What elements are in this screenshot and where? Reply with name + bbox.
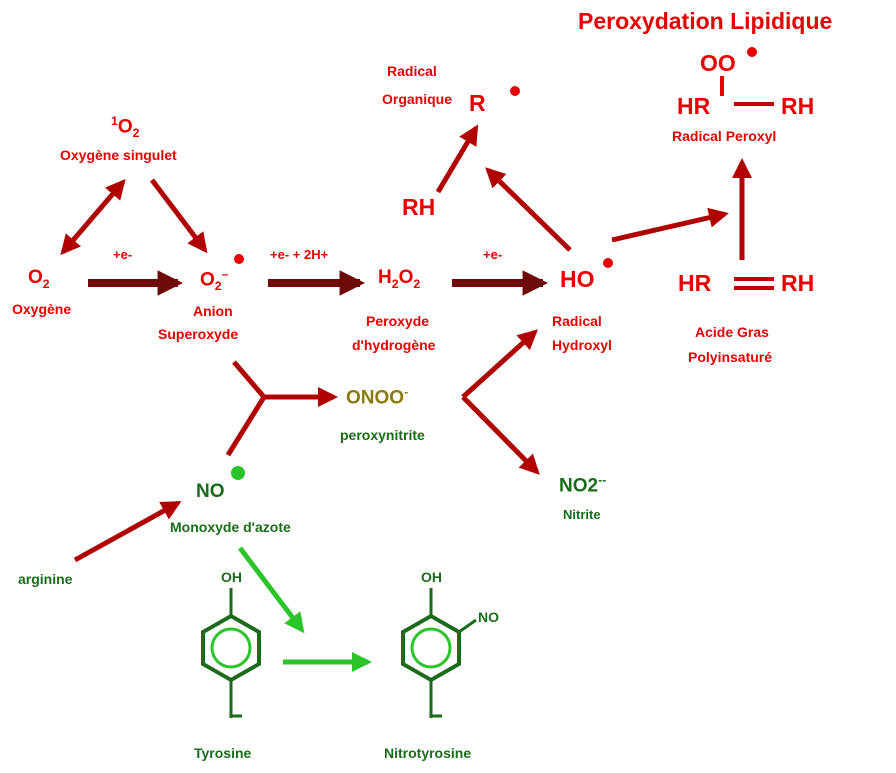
nitrotyrosine-name: Nitrotyrosine <box>384 745 472 761</box>
no-formula: NO <box>196 481 225 502</box>
arrow-no-nitration <box>238 546 305 634</box>
peroxyl-rh: RH <box>781 93 815 119</box>
peroxyl-name: Radical Peroxyl <box>672 128 777 144</box>
fatty-acid-rh: RH <box>781 270 815 296</box>
arrow-hydroxyl-organic-radical <box>485 167 572 252</box>
peroxynitrite-name: peroxynitrite <box>340 427 425 443</box>
superoxide-name-1: Anion <box>193 303 233 319</box>
nitrotyrosine-oh: OH <box>421 569 442 585</box>
arrow-rh-organic-radical <box>435 124 479 194</box>
nitrite-name: Nitrite <box>563 507 601 522</box>
singlet-oxygen-name: Oxygène singulet <box>60 147 177 163</box>
arrow-peroxynitrite-nitrite <box>461 395 540 475</box>
hydroxyl-radical-dot <box>603 258 613 268</box>
diagram-title: Peroxydation Lipidique <box>578 8 833 34</box>
organic-radical-formula: R <box>469 90 486 116</box>
arrow-singlet-superoxide <box>150 178 208 254</box>
organic-radical-name-2: Organique <box>382 91 453 107</box>
peroxyl-oo: OO <box>700 50 736 76</box>
rh-label: RH <box>402 194 436 220</box>
no-name: Monoxyde d'azote <box>170 519 291 535</box>
peroxynitrite-formula: ONOO- <box>346 385 409 409</box>
tyrosine-ring <box>201 588 261 718</box>
oxygen-formula: O2 <box>28 267 50 291</box>
singlet-oxygen-formula: 1O2 <box>111 114 140 141</box>
tyrosine-oh: OH <box>221 569 242 585</box>
fatty-acid-hr: HR <box>678 270 712 296</box>
arrow-o2-singlet <box>60 178 126 256</box>
superoxide-radical-dot <box>234 254 244 264</box>
peroxyl-hr: HR <box>677 93 711 119</box>
superoxide-formula: O2– <box>200 267 229 294</box>
nitrite-formula: NO2-- <box>559 473 607 497</box>
arrow-hydroxyl-fatty-acid <box>611 207 729 243</box>
label-superoxide-h2o2: +e- + 2H+ <box>270 247 329 262</box>
label-o2-superoxide: +e- <box>113 247 133 262</box>
organic-radical-name-1: Radical <box>387 63 437 79</box>
arginine-name: arginine <box>18 571 73 587</box>
oxygen-name: Oxygène <box>12 301 72 317</box>
hydroxyl-formula: HO <box>560 266 595 292</box>
hydroxyl-name-2: Hydroxyl <box>552 337 612 353</box>
tyrosine-name: Tyrosine <box>194 745 252 761</box>
arrow-arginine-no <box>73 500 182 563</box>
arrow-no-to-junction <box>225 395 267 457</box>
h2o2-name-2: d'hydrogène <box>352 337 436 353</box>
arrow-peroxynitrite-hydroxyl <box>461 329 538 399</box>
fatty-acid-name-1: Acide Gras <box>695 324 769 340</box>
arrow-converge-peroxynitrite <box>232 360 338 407</box>
nitrotyrosine-no: NO <box>478 609 499 625</box>
organic-radical-dot <box>510 86 520 96</box>
label-h2o2-hydroxyl: +e- <box>483 247 503 262</box>
nitrotyrosine-ring <box>401 588 477 718</box>
superoxide-name-2: Superoxyde <box>158 326 239 342</box>
fatty-acid-name-2: Polyinsaturé <box>688 349 773 365</box>
hydroxyl-name-1: Radical <box>552 313 602 329</box>
h2o2-name-1: Peroxyde <box>366 313 430 329</box>
h2o2-formula: H2O2 <box>378 267 421 291</box>
no-radical-dot <box>231 466 245 480</box>
peroxyl-radical-dot <box>747 47 757 57</box>
